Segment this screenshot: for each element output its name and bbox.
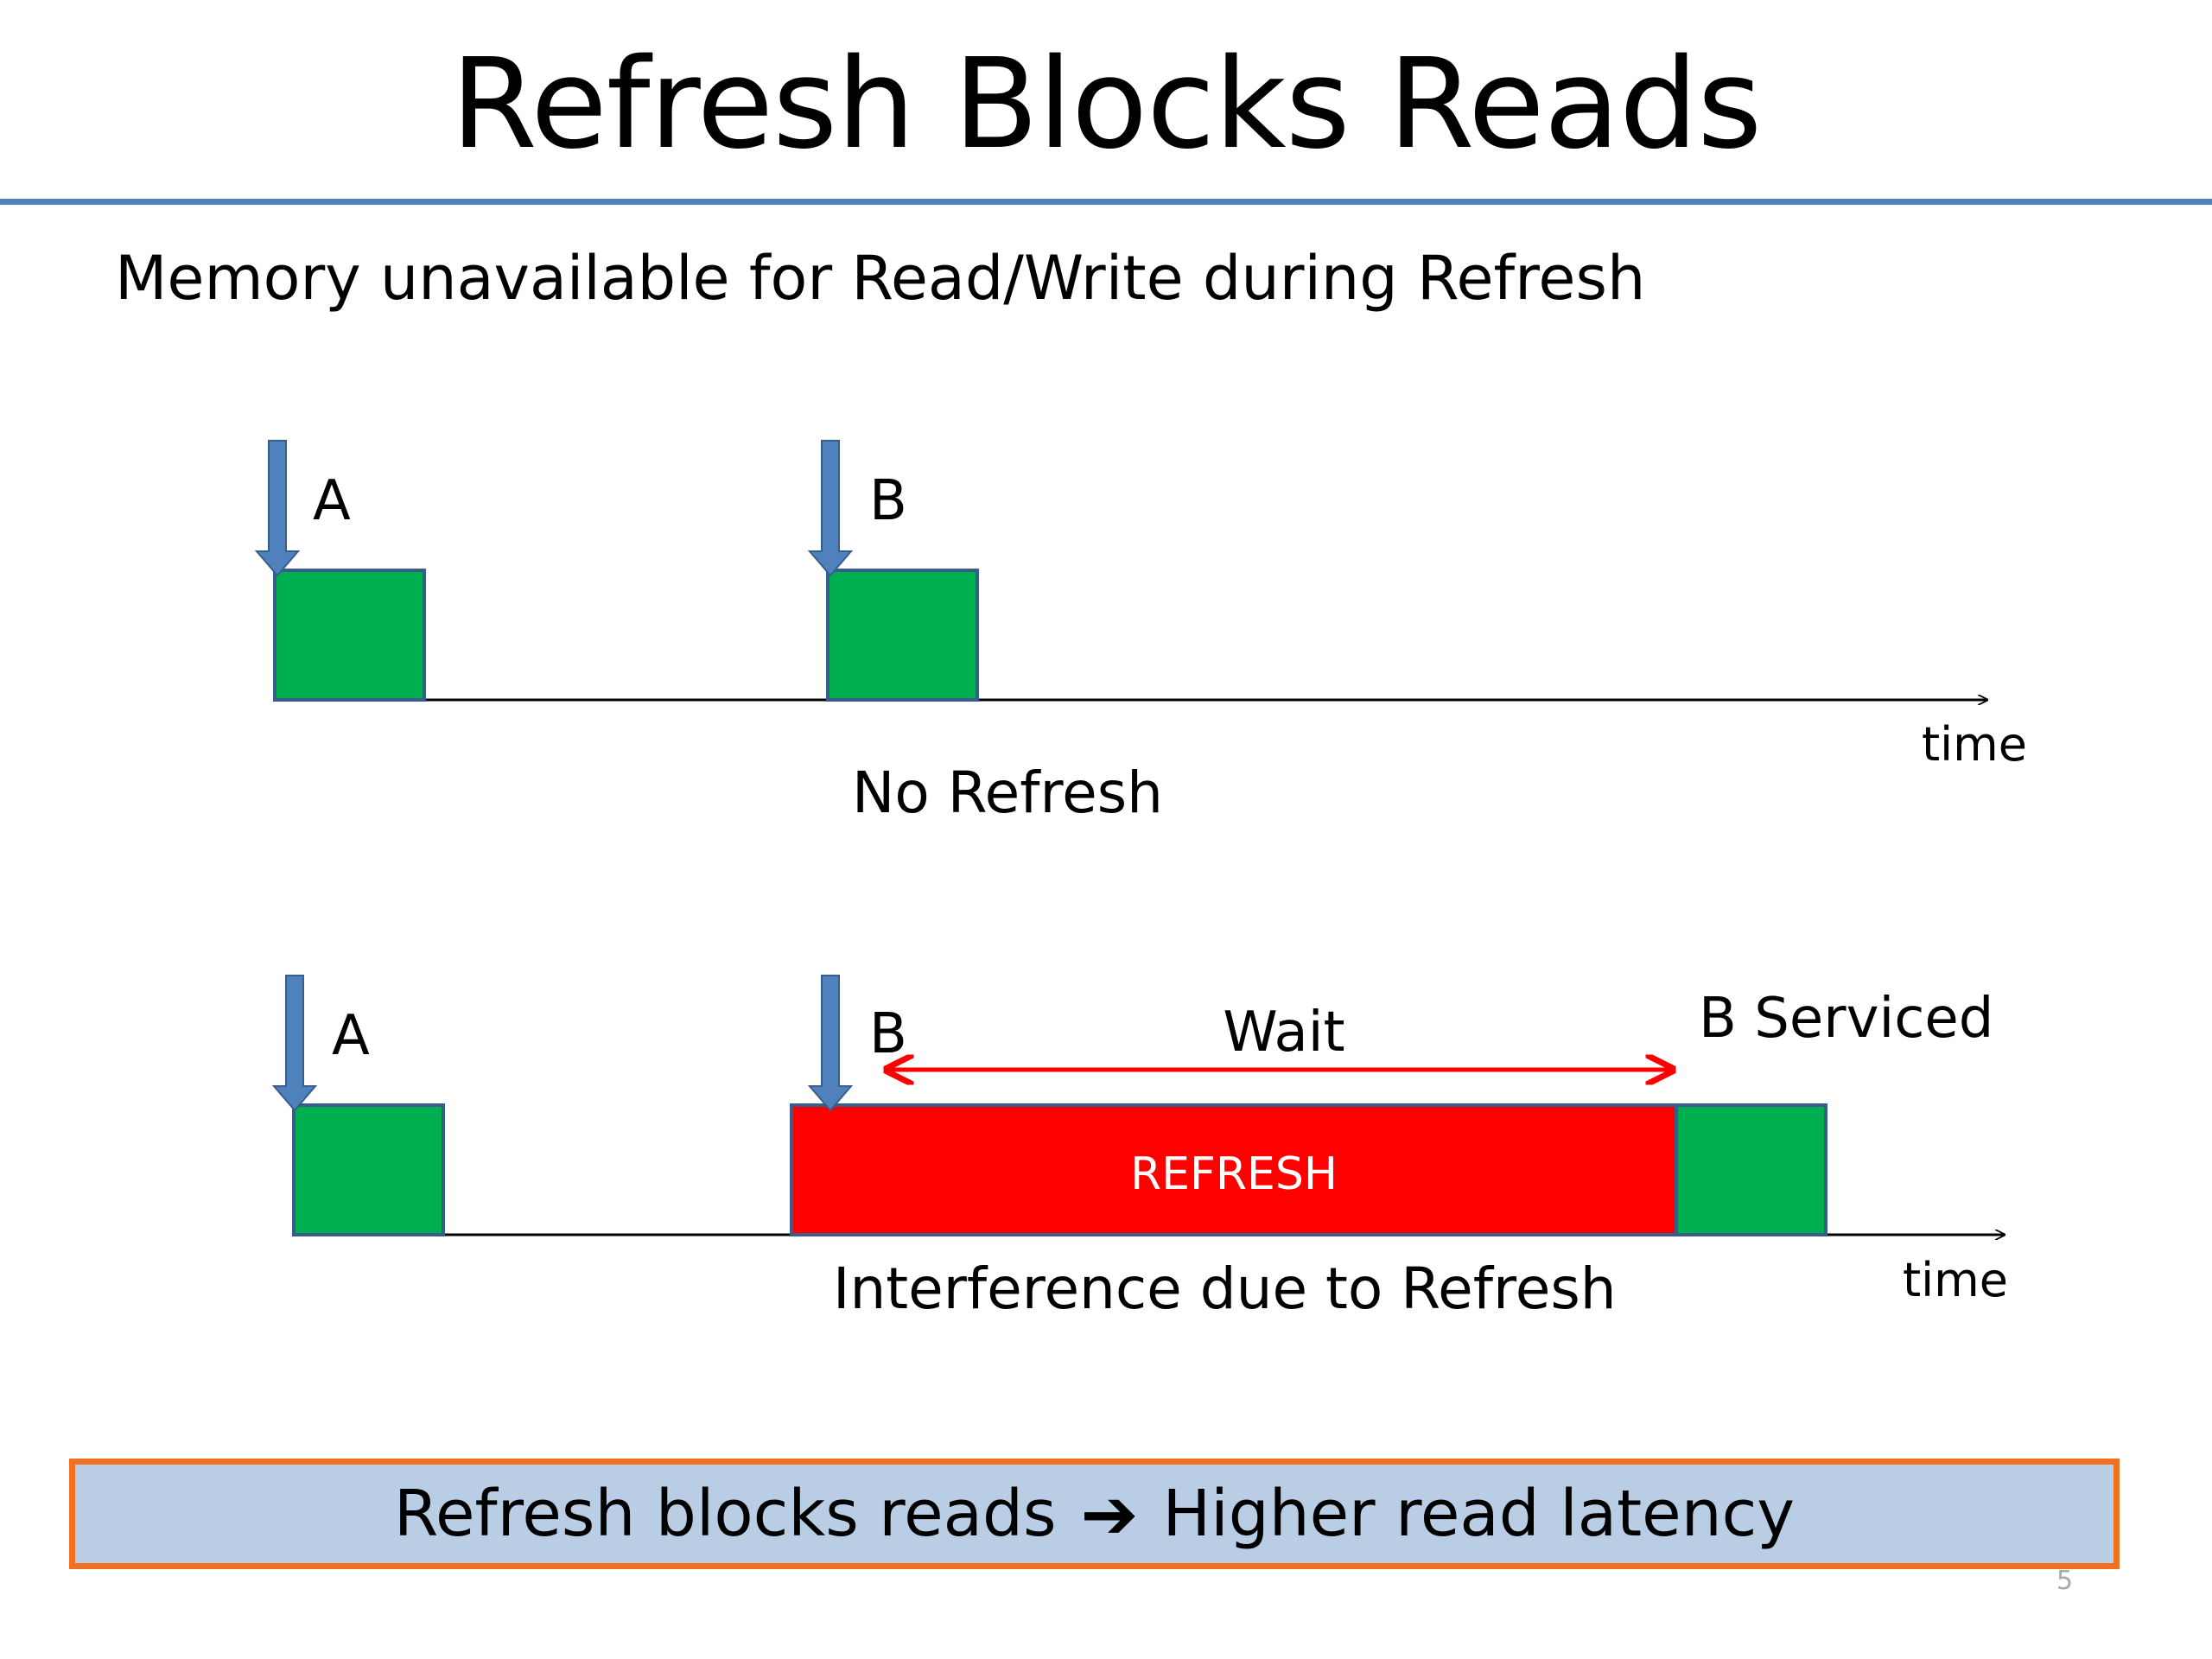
title-divider [0, 199, 2212, 205]
request-arrow-b-icon [807, 440, 854, 577]
request-label-a: A [332, 1004, 370, 1068]
banner-left-text: Refresh blocks reads [393, 1477, 1057, 1551]
timeline-caption: Interference due to Refresh [833, 1255, 1617, 1322]
timeline-no-refresh: A B time No Refresh [254, 440, 2027, 826]
refresh-block [790, 1103, 1678, 1236]
timeline-caption: No Refresh [852, 760, 1163, 826]
service-block-a [273, 569, 426, 702]
conclusion-banner: Refresh blocks reads ➔ Higher read laten… [69, 1459, 2120, 1569]
timeline-refresh: REFRESH A B Wait B Serviced time Interfe… [271, 975, 2008, 1322]
slide-number: 5 [2056, 1566, 2074, 1596]
banner-right-text: Higher read latency [1162, 1477, 1796, 1551]
time-axis-label: time [1922, 717, 2027, 772]
request-label-b: B [869, 1002, 907, 1066]
time-axis-label: time [1903, 1253, 2008, 1307]
service-block-b [1675, 1103, 1827, 1236]
request-arrow-a-icon [271, 975, 318, 1112]
serviced-label: B Serviced [1699, 987, 1993, 1051]
request-label-b: B [869, 469, 907, 533]
refresh-label: REFRESH [1130, 1148, 1338, 1200]
right-arrow-icon: ➔ [1080, 1473, 1139, 1554]
slide-title: Refresh Blocks Reads [450, 31, 1763, 176]
service-block-a [292, 1103, 445, 1236]
slide-subtitle: Memory unavailable for Read/Write during… [115, 243, 1646, 314]
request-arrow-b-icon [807, 975, 854, 1112]
service-block-b [826, 569, 979, 702]
request-arrow-a-icon [254, 440, 301, 577]
request-label-a: A [313, 469, 351, 533]
wait-label: Wait [1223, 1001, 1344, 1065]
